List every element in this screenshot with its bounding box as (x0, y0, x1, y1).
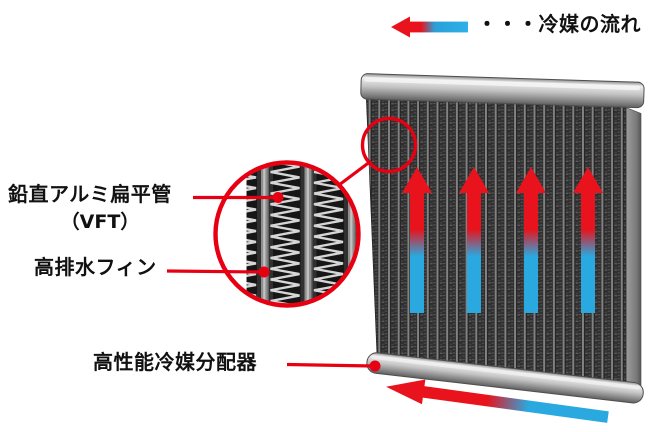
label-vertical-flat-tube-line1: 鉛直アルミ扁平管 (8, 182, 172, 206)
panel-side-face (625, 107, 642, 390)
legend-label: ・・・冷媒の流れ (477, 12, 641, 36)
magnifier-circle-icon (213, 160, 361, 308)
label-drainage-fin: 高排水フィン (34, 255, 157, 279)
label-vertical-flat-tube: 鉛直アルミ扁平管 （VFT） (8, 183, 192, 233)
bottom-flow-arrow-icon (386, 379, 609, 423)
callout-line-distributor (286, 362, 374, 368)
top-header-tube (360, 73, 645, 109)
callout-dot-fin (258, 266, 270, 278)
callout-line-fin (166, 269, 264, 274)
label-vertical-flat-tube-line2: （VFT） (60, 211, 140, 233)
bottom-distributor-tube (366, 352, 644, 404)
heat-exchanger-panel (365, 90, 642, 390)
flow-direction-arrow-icon (391, 16, 468, 38)
magnifier-connector-line (338, 159, 372, 187)
up-flow-arrow-icon (573, 167, 603, 313)
label-refrigerant-distributor: 高性能冷媒分配器 (93, 350, 257, 374)
up-flow-arrow-icon (516, 167, 546, 313)
up-flow-arrow-icon (459, 167, 489, 313)
up-flow-arrows (402, 167, 603, 313)
callout-dot-distributor (369, 360, 381, 372)
zoom-source-circle-icon (360, 116, 418, 174)
callout-dot-vft (272, 192, 284, 203)
up-flow-arrow-icon (402, 167, 432, 313)
callout-lines (166, 192, 381, 372)
